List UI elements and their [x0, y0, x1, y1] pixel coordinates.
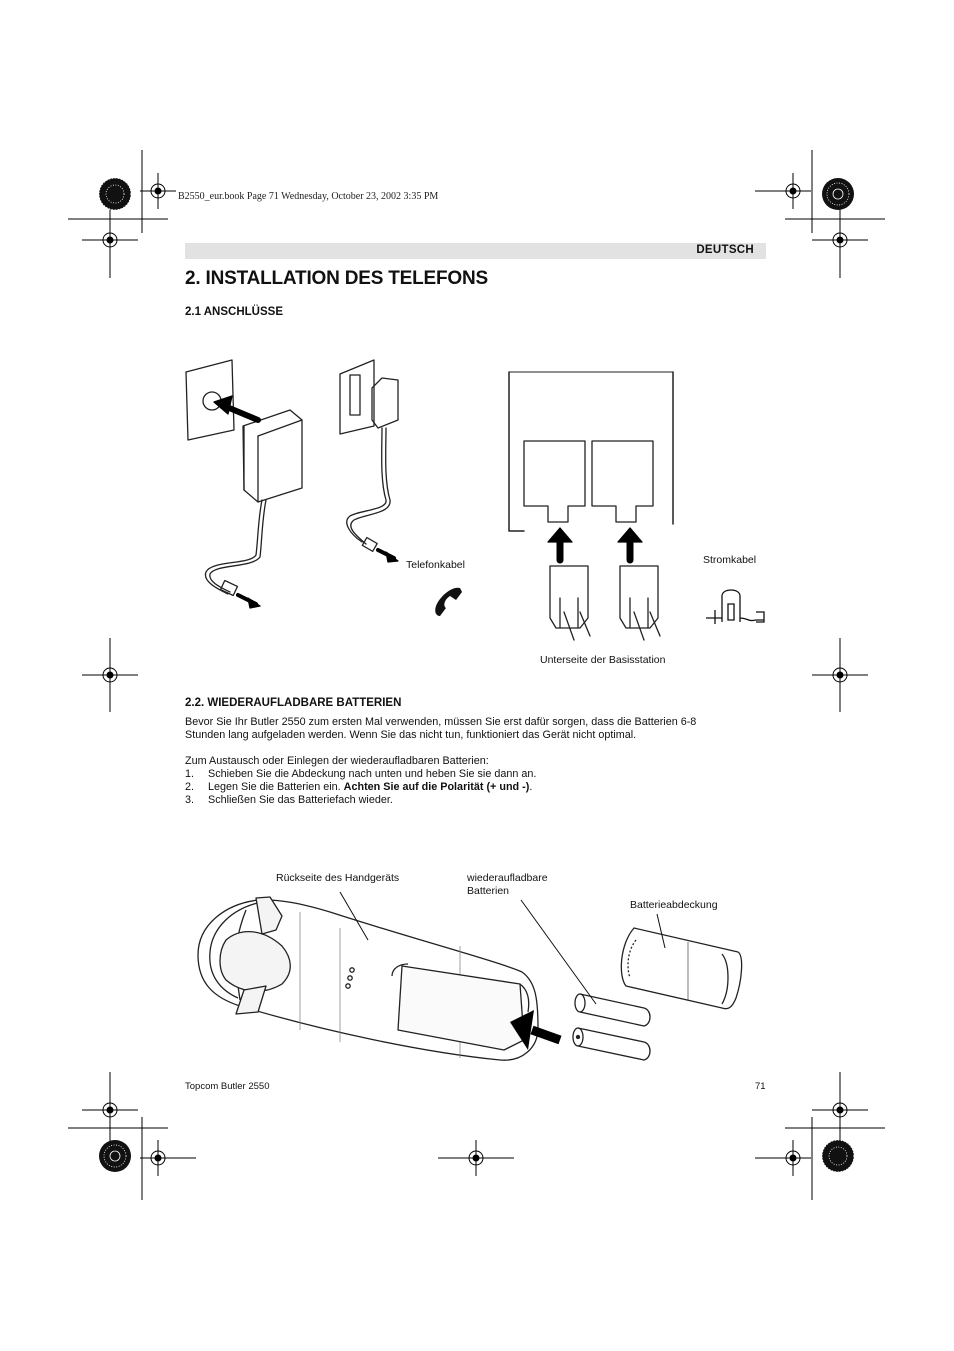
- steps-list: 1. Schieben Sie die Abdeckung nach unten…: [185, 768, 765, 807]
- registration-target-icon: [755, 173, 811, 209]
- intro-line: Bevor Sie Ihr Butler 2550 zum ersten Mal…: [185, 716, 697, 728]
- step-number: 3.: [185, 794, 195, 806]
- registration-target-icon: [755, 1140, 811, 1176]
- battery-cell-illustration: [572, 993, 651, 1061]
- starburst-mark-icon: [98, 177, 132, 211]
- step-text-end: .: [529, 781, 533, 793]
- arrow-icon: [510, 1010, 562, 1050]
- intro-paragraph: Bevor Sie Ihr Butler 2550 zum ersten Mal…: [185, 716, 765, 742]
- power-cable-label: Stromkabel: [703, 554, 757, 566]
- steps-intro: Zum Austausch oder Einlegen der wiederau…: [185, 755, 489, 767]
- section-heading-batteries: 2.2. WIEDERAUFLADBARE BATTERIEN: [185, 697, 402, 709]
- plug-connector-illustration: [549, 565, 661, 641]
- step-emphasis: Achten Sie auf die Polarität (+ und -): [343, 781, 530, 793]
- registration-target-icon: [140, 173, 176, 209]
- leader-line: [656, 913, 666, 949]
- instructions-block: Zum Austausch oder Einlegen der wiederau…: [185, 755, 765, 807]
- list-item: 3. Schließen Sie das Batteriefach wieder…: [185, 794, 765, 807]
- step-text: Schließen Sie das Batteriefach wieder.: [208, 794, 393, 806]
- page-title: 2. INSTALLATION DES TELEFONS: [185, 268, 488, 289]
- footer-product: Topcom Butler 2550: [185, 1081, 270, 1092]
- power-plug-icon: [706, 589, 765, 624]
- registration-target-icon: [82, 667, 138, 683]
- registration-target-icon: [140, 1140, 196, 1176]
- leader-line: [339, 891, 369, 941]
- registration-target-icon: [82, 1102, 138, 1118]
- registration-target-icon: [812, 1102, 868, 1118]
- step-number: 1.: [185, 768, 195, 780]
- step-text: Legen Sie die Batterien ein.: [208, 781, 344, 793]
- batteries-label: wiederaufladbare Batterien: [467, 872, 548, 898]
- step-number: 2.: [185, 781, 195, 793]
- batteries-label-line: Batterien: [467, 885, 510, 897]
- base-station-underside-illustration: [508, 371, 674, 532]
- intro-line: Stunden lang aufgeladen werden. Wenn Sie…: [185, 729, 637, 741]
- starburst-mark-icon: [821, 1139, 855, 1173]
- print-header: B2550_eur.book Page 71 Wednesday, Octobe…: [178, 191, 439, 202]
- handset-back-illustration: [197, 896, 539, 1061]
- language-label: DEUTSCH: [696, 244, 754, 256]
- phone-cable-label: Telefonkabel: [406, 559, 465, 571]
- page-number: 71: [755, 1081, 766, 1092]
- handset-back-label: Rückseite des Handgeräts: [276, 872, 400, 884]
- registration-target-icon: [82, 232, 138, 248]
- arrow-icon: [547, 527, 643, 564]
- battery-cover-label: Batterieabdeckung: [630, 899, 718, 911]
- registration-target-icon: [812, 232, 868, 248]
- starburst-mark-icon: [822, 178, 854, 210]
- arrow-icon: [213, 395, 261, 423]
- leader-line: [520, 899, 597, 1005]
- registration-target-icon: [438, 1140, 514, 1176]
- step-text: Schieben Sie die Abdeckung nach unten un…: [208, 768, 537, 780]
- phone-handset-icon: [435, 587, 462, 616]
- base-underside-label: Unterseite der Basisstation: [540, 654, 666, 666]
- battery-cover-illustration: [620, 927, 743, 1010]
- list-item: 1. Schieben Sie die Abdeckung nach unten…: [185, 768, 765, 781]
- list-item: 2. Legen Sie die Batterien ein. Achten S…: [185, 781, 765, 794]
- starburst-mark-icon: [99, 1140, 131, 1172]
- language-bar: DEUTSCH: [185, 243, 766, 259]
- batteries-label-line: wiederaufladbare: [467, 872, 548, 884]
- registration-target-icon: [812, 667, 868, 683]
- phone-jack-illustration: [339, 359, 399, 552]
- wall-socket-adapter-illustration: [185, 359, 303, 597]
- section-heading-connections: 2.1 ANSCHLÜSSE: [185, 306, 283, 318]
